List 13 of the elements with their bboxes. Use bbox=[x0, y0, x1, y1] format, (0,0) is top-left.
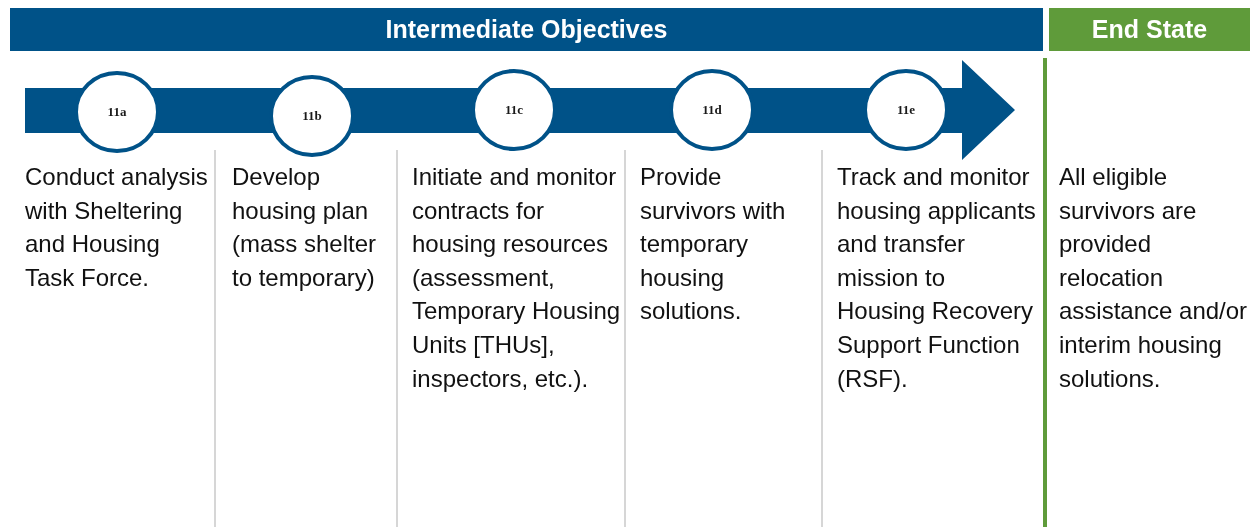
step-description: Track and monitor housing applicants and transfer mission to Housing Recovery Support Function (RSF). bbox=[837, 162, 1037, 394]
step-description: Provide survivors with temporary housing solutions. bbox=[640, 162, 787, 327]
step-number: 11e bbox=[896, 102, 916, 118]
step-number: 11d bbox=[702, 102, 722, 118]
step-number: 11b bbox=[302, 108, 322, 124]
header-band: Intermediate Objectives bbox=[10, 8, 1043, 51]
end-state-text: All eligible survivors are provided relocation assistance and/or interim housing solutions. bbox=[1059, 162, 1249, 394]
header-band: End State bbox=[1049, 8, 1250, 51]
step-number: 11a bbox=[107, 104, 127, 120]
step-description: Initiate and monitor contracts for housing resources (assessment, Temporary Housing Units [THUs], inspectors, etc.). bbox=[412, 162, 622, 394]
step-description: Conduct analysis with Sheltering and Housing Task Force. bbox=[25, 162, 209, 293]
step-number: 11c bbox=[504, 102, 524, 118]
step-description: Develop housing plan (mass shelter to temporary) bbox=[232, 162, 378, 293]
